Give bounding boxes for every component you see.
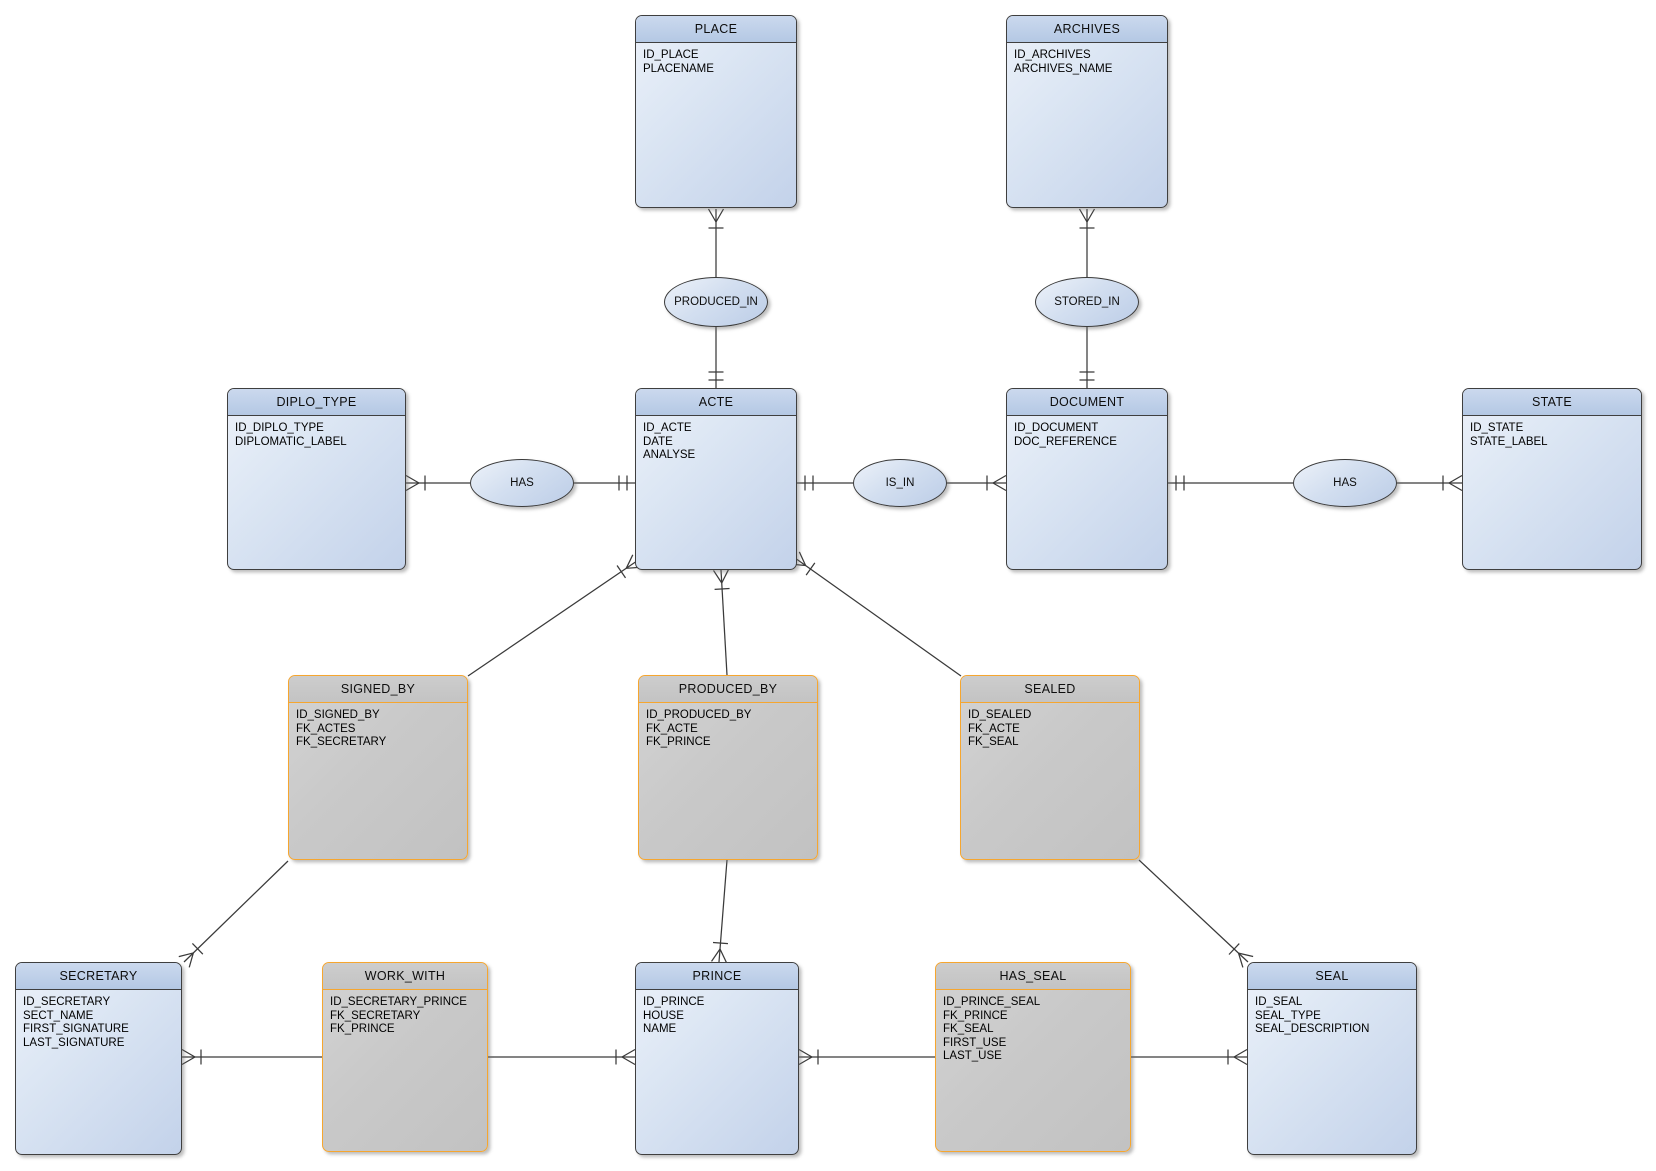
- relationship-produced-in[interactable]: PRODUCED_IN: [664, 277, 768, 327]
- associative-entity-signed-by[interactable]: SIGNED_BY ID_SIGNED_BY FK_ACTES FK_SECRE…: [288, 675, 468, 860]
- connector-acte--sealed: [790, 551, 962, 677]
- relationship-stored-in-label: STORED_IN: [1054, 296, 1120, 308]
- connector-acte--is-in: [797, 475, 853, 491]
- associative-entity-signed-by-title: SIGNED_BY: [289, 676, 467, 703]
- attribute-row: ID_DOCUMENT: [1014, 422, 1099, 434]
- attribute-row: STATE_LABEL: [1470, 435, 1548, 448]
- attribute-row: LAST_SIGNATURE: [23, 1036, 125, 1049]
- entity-prince[interactable]: PRINCE ID_PRINCE HOUSE NAME: [635, 962, 799, 1155]
- connector-secretary--work-with: [181, 1048, 322, 1066]
- entity-archives-title: ARCHIVES: [1007, 16, 1167, 43]
- attribute-row: DATE: [643, 435, 673, 448]
- relationship-has-state-label: HAS: [1333, 477, 1357, 489]
- attribute-row: FK_SEAL: [943, 1023, 994, 1035]
- attribute-row: FK_PRINCE: [646, 736, 711, 748]
- relationship-stored-in[interactable]: STORED_IN: [1035, 277, 1139, 327]
- connector-produced-by--prince: [711, 859, 729, 963]
- attribute-row: FK_PRINCE: [943, 1009, 1008, 1022]
- attribute-row: FK_SEAL: [968, 736, 1019, 748]
- associative-entity-produced-by-title: PRODUCED_BY: [639, 676, 817, 703]
- attribute-row: ID_PRINCE_SEAL: [943, 996, 1041, 1008]
- attribute-row: ID_PRODUCED_BY: [646, 709, 752, 721]
- entity-secretary-title: SECRETARY: [16, 963, 181, 990]
- associative-entity-sealed[interactable]: SEALED ID_SEALED FK_ACTE FK_SEAL: [960, 675, 1140, 860]
- connector-work-with--prince: [488, 1048, 636, 1066]
- attribute-row: ID_DIPLO_TYPE: [235, 422, 324, 434]
- entity-place-title: PLACE: [636, 16, 796, 43]
- attribute-row: ID_SEAL: [1255, 996, 1303, 1008]
- connector-document--has: [1168, 475, 1293, 491]
- entity-place[interactable]: PLACE ID_PLACE PLACENAME: [635, 15, 797, 208]
- attribute-row: SECT_NAME: [23, 1009, 94, 1022]
- relationship-is-in[interactable]: IS_IN: [853, 459, 947, 507]
- attribute-row: FIRST_SIGNATURE: [23, 1023, 129, 1035]
- attribute-row: ID_SECRETARY: [23, 996, 111, 1008]
- relationship-has-state[interactable]: HAS: [1293, 459, 1397, 507]
- relationship-has-diplo[interactable]: HAS: [470, 459, 574, 507]
- attribute-row: DOC_REFERENCE: [1014, 435, 1117, 448]
- entity-state-title: STATE: [1463, 389, 1641, 416]
- connector-acte--produced-by: [712, 569, 730, 676]
- attribute-row: ARCHIVES_NAME: [1014, 62, 1113, 75]
- attribute-row: FK_ACTES: [296, 722, 356, 735]
- relationship-produced-in-label: PRODUCED_IN: [674, 296, 758, 308]
- connector-place--produced-in: [707, 208, 725, 277]
- attribute-row: FK_ACTE: [968, 722, 1020, 735]
- attribute-row: SEAL_DESCRIPTION: [1255, 1023, 1370, 1035]
- connector-is-in--document: [947, 474, 1007, 492]
- attribute-row: ID_SEALED: [968, 709, 1032, 721]
- associative-entity-work-with-title: WORK_WITH: [323, 963, 487, 990]
- attribute-row: HOUSE: [643, 1009, 684, 1022]
- attribute-row: ID_ACTE: [643, 422, 692, 434]
- connector-acte--signed-by: [467, 554, 642, 677]
- entity-prince-title: PRINCE: [636, 963, 798, 990]
- relationship-is-in-label: IS_IN: [885, 477, 915, 489]
- connector-produced-in--acte: [708, 327, 724, 388]
- connector-prince--has-seal: [798, 1048, 935, 1066]
- attribute-row: LAST_USE: [943, 1050, 1002, 1062]
- entity-seal[interactable]: SEAL ID_SEAL SEAL_TYPE SEAL_DESCRIPTION: [1247, 962, 1417, 1155]
- attribute-row: SEAL_TYPE: [1255, 1009, 1321, 1022]
- attribute-row: ID_SIGNED_BY: [296, 709, 380, 721]
- attribute-row: DIPLOMATIC_LABEL: [235, 435, 347, 448]
- attribute-row: ANALYSE: [643, 449, 696, 461]
- attribute-row: ID_SECRETARY_PRINCE: [330, 996, 467, 1008]
- attribute-row: FK_PRINCE: [330, 1023, 395, 1035]
- connector-signed-by--secretary: [178, 860, 289, 968]
- attribute-row: FK_SECRETARY: [296, 736, 387, 748]
- attribute-row: ID_PLACE: [643, 49, 699, 61]
- connector-stored-in--document: [1079, 327, 1095, 388]
- attribute-row: FK_SECRETARY: [330, 1009, 421, 1022]
- entity-diplo-type[interactable]: DIPLO_TYPE ID_DIPLO_TYPE DIPLOMATIC_LABE…: [227, 388, 406, 570]
- connector-has-seal--seal: [1131, 1048, 1248, 1066]
- entity-archives[interactable]: ARCHIVES ID_ARCHIVES ARCHIVES_NAME: [1006, 15, 1168, 208]
- entity-secretary[interactable]: SECRETARY ID_SECRETARY SECT_NAME FIRST_S…: [15, 962, 182, 1155]
- attribute-row: PLACENAME: [643, 62, 714, 75]
- connector-diplo-type--has: [405, 474, 470, 492]
- connector-archives--stored-in: [1078, 208, 1096, 277]
- associative-entity-work-with[interactable]: WORK_WITH ID_SECRETARY_PRINCE FK_SECRETA…: [322, 962, 488, 1152]
- connector-sealed--seal: [1138, 859, 1254, 968]
- entity-document-title: DOCUMENT: [1007, 389, 1167, 416]
- associative-entity-produced-by[interactable]: PRODUCED_BY ID_PRODUCED_BY FK_ACTE FK_PR…: [638, 675, 818, 860]
- attribute-row: FIRST_USE: [943, 1036, 1007, 1049]
- entity-state[interactable]: STATE ID_STATE STATE_LABEL: [1462, 388, 1642, 570]
- entity-document[interactable]: DOCUMENT ID_DOCUMENT DOC_REFERENCE: [1006, 388, 1168, 570]
- connector-has--state: [1397, 474, 1463, 492]
- attribute-row: NAME: [643, 1023, 677, 1035]
- entity-acte-title: ACTE: [636, 389, 796, 416]
- entity-diplo-type-title: DIPLO_TYPE: [228, 389, 405, 416]
- associative-entity-has-seal[interactable]: HAS_SEAL ID_PRINCE_SEAL FK_PRINCE FK_SEA…: [935, 962, 1131, 1152]
- connector-has--acte: [574, 475, 635, 491]
- attribute-row: ID_PRINCE: [643, 996, 705, 1008]
- relationship-has-diplo-label: HAS: [510, 477, 534, 489]
- entity-acte[interactable]: ACTE ID_ACTE DATE ANALYSE: [635, 388, 797, 570]
- attribute-row: FK_ACTE: [646, 722, 698, 735]
- attribute-row: ID_ARCHIVES: [1014, 49, 1091, 61]
- associative-entity-sealed-title: SEALED: [961, 676, 1139, 703]
- attribute-row: ID_STATE: [1470, 422, 1524, 434]
- entity-seal-title: SEAL: [1248, 963, 1416, 990]
- associative-entity-has-seal-title: HAS_SEAL: [936, 963, 1130, 990]
